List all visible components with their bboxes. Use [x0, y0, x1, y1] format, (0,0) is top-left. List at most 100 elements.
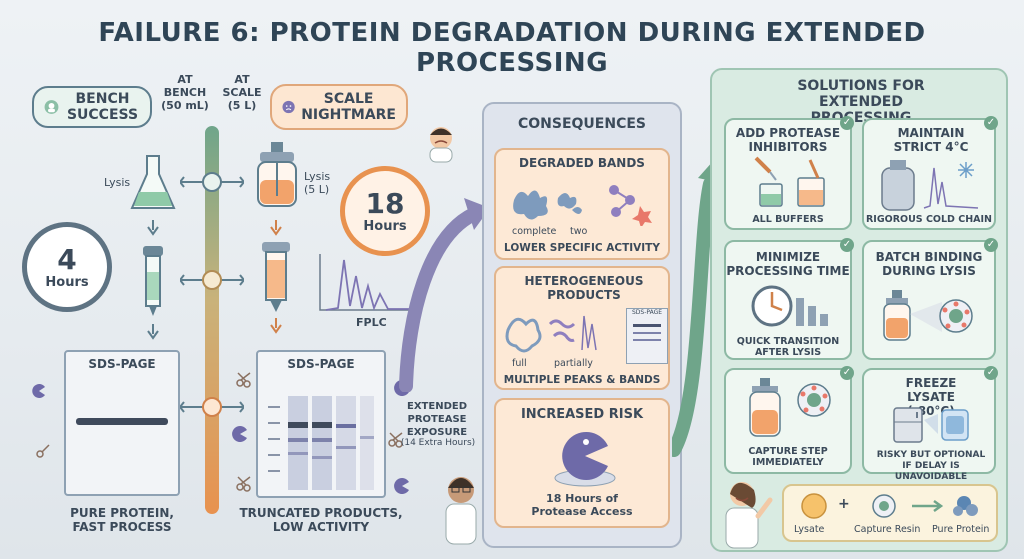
degraded-bands-title: DEGRADED BANDS [519, 156, 645, 170]
scale-outcome-label: TRUNCATED PRODUCTS, LOW ACTIVITY [239, 506, 403, 534]
bench-lysis-label: Lysis [104, 176, 131, 189]
scale-nightmare-badge: SCALE NIGHTMARE [270, 84, 408, 130]
consequences-title: CONSEQUENCES [517, 116, 646, 132]
check-icon: ✓ [984, 116, 998, 130]
consequences-panel: CONSEQUENCES DEGRADED BANDS complete two… [482, 102, 682, 548]
stressed-scientist-icon [429, 127, 453, 163]
solution-title: MAINTAIN STRICT 4°C [893, 126, 969, 154]
scale-sds-page-gel: SDS-PAGE [256, 350, 386, 498]
arrow-down-icon [147, 324, 159, 340]
scale-gel-title: SDS-PAGE [287, 357, 355, 371]
degraded-bands [268, 396, 374, 490]
cold-storage-icon [881, 160, 979, 211]
extended-exposure-note: (14 Extra Hours) [400, 438, 476, 448]
worried-scientist-icon [445, 477, 477, 545]
bench-gel-title: SDS-PAGE [88, 357, 156, 371]
fplc-chromatogram [319, 254, 414, 311]
fplc-label: FPLC [356, 316, 387, 329]
solution-title: MINIMIZE PROCESSING TIME [726, 250, 850, 278]
mini-gel: SDS-PAGE [626, 308, 668, 364]
solution-card-batch-binding: BATCH BINDING DURING LYSIS ✓ [862, 238, 998, 360]
scissors-icon [236, 476, 251, 492]
protein-fragments-icon [513, 185, 652, 226]
arrow-down-icon [270, 220, 282, 236]
solution-card-protease-inhibitors: ADD PROTEASE INHIBITORS ALL BUFFERS ✓ [724, 116, 854, 230]
protease-icon [32, 384, 45, 398]
timeline-bar [205, 126, 219, 514]
degraded-bands-card: DEGRADED BANDS complete two LOWER SPECIF… [494, 148, 670, 260]
worried-face-icon [282, 100, 295, 114]
bioreactor-icon [257, 142, 297, 207]
solution-card-minimize-time: MINIMIZE PROCESSING TIME QUICK TRANSITIO… [724, 238, 854, 360]
scissors-icon [236, 372, 251, 388]
degraded-bands-foot: LOWER SPECIFIC ACTIVITY [504, 242, 660, 254]
solution-foot: RISKY BUT OPTIONAL IF DELAY IS UNAVOIDAB… [876, 450, 986, 482]
scale-nightmare-label: SCALE NIGHTMARE [301, 91, 396, 123]
solution-title: FREEZE LYSATE (-80°C) [905, 376, 957, 418]
scale-column-label: AT SCALE (5 L) [222, 73, 262, 112]
timeline-node [180, 172, 244, 192]
protease-icon [394, 478, 409, 494]
arrow-down-icon [147, 220, 159, 236]
bench-clock-value: 4 [57, 242, 77, 276]
scale-clock-unit: Hours [363, 218, 407, 234]
protease-pacman-icon [554, 432, 616, 487]
protease-icon [232, 426, 247, 442]
full-label: full [512, 358, 527, 369]
capture-step-icon [749, 378, 831, 437]
large-column-icon [262, 242, 290, 312]
mini-gel-band [633, 332, 661, 334]
scale-lysis-label: Lysis (5 L) [304, 170, 331, 196]
scissors-icon [36, 444, 50, 458]
heterogeneous-foot: MULTIPLE PEAKS & BANDS [503, 374, 661, 386]
flask-icon [130, 155, 176, 209]
arrow-down-icon [270, 318, 282, 334]
scientist-happy-icon [44, 100, 59, 114]
bench-sds-page-gel: SDS-PAGE [64, 350, 180, 496]
scissors-icon [388, 432, 403, 448]
solution-card-cold-chain: MAINTAIN STRICT 4°C RIGOROUS COLD CHAIN … [862, 116, 998, 230]
happy-scientist-icon [725, 482, 773, 549]
capture-resin-label: Capture Resin [854, 524, 921, 535]
solution-card-freeze-lysate: FREEZE LYSATE (-80°C) RISKY BUT OPTIONAL… [862, 366, 998, 482]
increased-risk-card: INCREASED RISK 18 Hours of Protease Acce… [494, 398, 670, 528]
lysate-label: Lysate [794, 524, 825, 535]
scale-clock-value: 18 [365, 186, 405, 220]
partially-label: partially [554, 358, 593, 369]
timeline-node [180, 270, 244, 290]
complete-label: complete [512, 226, 557, 237]
check-icon: ✓ [840, 238, 854, 252]
solution-foot: RIGOROUS COLD CHAIN [865, 214, 993, 225]
page-title: FAILURE 6: PROTEIN DEGRADATION DURING EX… [98, 18, 926, 78]
mini-gel-band [633, 324, 661, 327]
heterogeneous-card: HETEROGENEOUS PRODUCTS SDS-PAGE full par… [494, 266, 670, 390]
check-icon: ✓ [984, 366, 998, 380]
solution-foot: CAPTURE STEP IMMEDIATELY [748, 446, 828, 468]
increased-risk-title: INCREASED RISK [520, 407, 644, 422]
pure-protein-band [76, 418, 168, 425]
bench-clock: 4 Hours [22, 222, 112, 312]
solution-card-capture-step: CAPTURE STEP IMMEDIATELY ✓ [724, 366, 854, 474]
increased-risk-foot: 18 Hours of Protease Access [496, 492, 668, 518]
solution-title: BATCH BINDING DURING LYSIS [875, 250, 983, 278]
spin-column-icon [143, 246, 163, 316]
mini-gel-title: SDS-PAGE [631, 309, 663, 316]
protein-structures-icon [505, 315, 597, 353]
capture-flow-box: + Lysate Capture Resin Pure Protein [782, 484, 998, 542]
pure-protein-label: Pure Protein [932, 524, 990, 535]
bench-success-label: BENCH SUCCESS [66, 91, 139, 123]
check-icon: ✓ [840, 366, 854, 380]
two-label: two [570, 226, 588, 237]
extended-exposure-label: EXTENDED PROTEASE EXPOSURE [406, 401, 468, 438]
increased-risk-foot-text: 18 Hours of Protease Access [531, 492, 633, 518]
timeline-node [180, 397, 244, 417]
plus-sign: + [838, 496, 850, 512]
freezer-icon [893, 407, 969, 443]
clock-bars-icon [751, 285, 828, 327]
bench-outcome-label: PURE PROTEIN, FAST PROCESS [70, 506, 174, 534]
heterogeneous-title: HETEROGENEOUS PRODUCTS [524, 274, 644, 302]
solution-foot: QUICK TRANSITION AFTER LYSIS [736, 336, 840, 358]
solution-title: ADD PROTEASE INHIBITORS [735, 126, 841, 154]
check-icon: ✓ [840, 116, 854, 130]
flow-arrow [399, 198, 490, 392]
